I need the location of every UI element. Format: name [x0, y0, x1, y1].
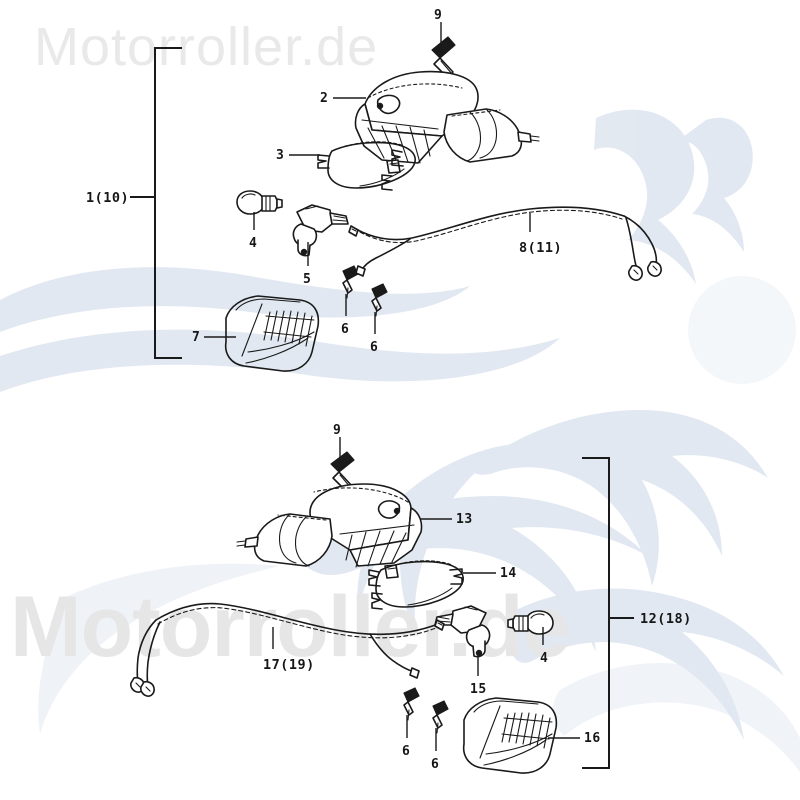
part-6-screw-upper-b	[371, 283, 388, 317]
part-6-screw-lower-a	[403, 687, 420, 721]
part-17-wiring-harness-lower	[130, 602, 445, 697]
callout-17-19: 17(19)	[263, 657, 315, 673]
callout-8-11: 8(11)	[519, 240, 563, 256]
part-6-screw-upper-a	[342, 265, 359, 299]
callout-9-lower: 9	[333, 423, 342, 438]
callout-3: 3	[276, 148, 285, 163]
part-8-wiring-harness-upper	[348, 206, 662, 281]
callout-6-lower-a: 6	[402, 744, 411, 759]
part-7-lens-upper	[224, 295, 320, 372]
callout-7: 7	[192, 330, 201, 345]
part-4-bulb-upper	[236, 190, 283, 215]
bracket-group-upper	[130, 47, 182, 359]
part-2-indicator-housing-upper	[354, 70, 540, 174]
callout-16: 16	[584, 731, 601, 746]
part-4-bulb-lower	[507, 610, 554, 635]
part-13-indicator-housing-lower	[236, 483, 423, 579]
callout-6-upper-a: 6	[341, 322, 350, 337]
callout-13: 13	[456, 512, 473, 527]
bracket-group-lower	[582, 457, 634, 769]
part-14-gasket-lower	[368, 560, 464, 610]
part-16-lens-lower	[462, 697, 558, 774]
group-label-1-10: 1(10)	[86, 190, 130, 206]
callout-leader-lines	[204, 22, 580, 751]
part-6-screw-lower-b	[432, 700, 449, 734]
watermark-top: Motorroller.de	[34, 17, 379, 77]
part-15-bulb-socket-lower	[434, 605, 491, 658]
callout-4-upper: 4	[249, 236, 258, 251]
callout-6-lower-b: 6	[431, 757, 440, 772]
callout-2: 2	[320, 91, 329, 106]
callout-14: 14	[500, 566, 517, 581]
callout-6-upper-b: 6	[370, 340, 379, 355]
part-5-bulb-socket-upper	[292, 204, 349, 257]
callout-4-lower: 4	[540, 651, 549, 666]
callout-9-upper: 9	[434, 8, 443, 23]
callout-5: 5	[303, 272, 312, 287]
callout-15: 15	[470, 682, 487, 697]
group-label-12-18: 12(18)	[640, 611, 692, 627]
